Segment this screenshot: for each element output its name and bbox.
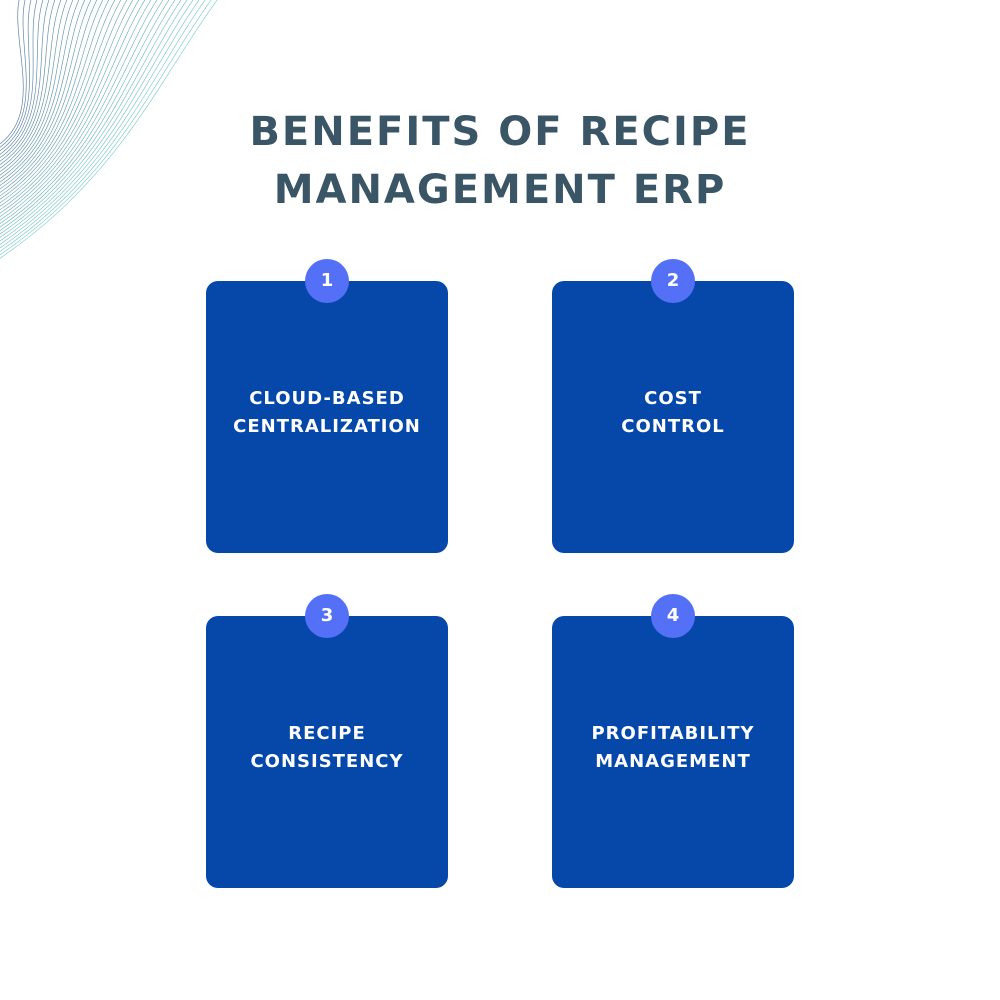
benefit-label-line: CONSISTENCY [250,751,404,772]
benefit-label-line: CENTRALIZATION [233,416,421,437]
wave-line [0,0,44,158]
wave-line [0,0,140,214]
benefit-card-3: 3 RECIPE CONSISTENCY [206,594,448,888]
benefit-label-3: RECIPE CONSISTENCY [206,720,448,776]
benefit-label-2: COST CONTROL [552,385,794,441]
wave-line [0,0,32,152]
wave-line [0,0,27,148]
benefit-card-4: 4 PROFITABILITY MANAGEMENT [552,594,794,888]
wave-line [0,0,134,210]
wave-line [0,0,110,197]
benefit-label-1: CLOUD-BASED CENTRALIZATION [206,385,448,441]
wave-line [0,0,146,217]
wave-line [0,0,80,179]
wave-line [0,0,182,238]
benefit-label-line: MANAGEMENT [595,751,751,772]
wave-line [0,0,98,190]
wave-line [0,0,176,235]
wave-line [0,0,68,172]
wave-lines-decoration [0,0,218,259]
number-badge-4: 4 [651,594,695,638]
benefit-label-4: PROFITABILITY MANAGEMENT [552,720,794,776]
wave-line [0,0,24,145]
wave-line [0,0,218,259]
wave-line [0,0,188,242]
wave-line [0,0,206,252]
wave-line [0,0,92,186]
wave-line [0,0,152,221]
wave-line [0,0,116,200]
title-line-1: BENEFITS OF RECIPE [249,109,751,155]
benefit-label-line: CLOUD-BASED [249,388,405,409]
wave-line [0,0,128,207]
benefit-label-line: COST [644,388,702,409]
wave-line [0,0,170,231]
wave-line [0,0,164,228]
benefit-label-line: RECIPE [288,723,366,744]
wave-line [0,0,38,155]
benefit-card-2: 2 COST CONTROL [552,259,794,553]
wave-line [0,0,74,176]
number-badge-1: 1 [305,259,349,303]
benefit-label-line: CONTROL [621,416,725,437]
benefit-label-line: PROFITABILITY [591,723,755,744]
wave-line [0,0,50,162]
wave-line [0,0,86,183]
wave-line [0,0,194,245]
wave-line [0,0,200,249]
title-line-2: MANAGEMENT ERP [273,167,727,213]
wave-line [0,0,122,204]
number-badge-2: 2 [651,259,695,303]
wave-line [0,0,62,169]
wave-line [0,0,104,193]
number-badge-3: 3 [305,594,349,638]
page-title: BENEFITS OF RECIPE MANAGEMENT ERP [150,103,850,219]
wave-line [0,0,158,224]
wave-line [0,0,212,256]
benefit-card-1: 1 CLOUD-BASED CENTRALIZATION [206,259,448,553]
wave-line [0,0,56,165]
